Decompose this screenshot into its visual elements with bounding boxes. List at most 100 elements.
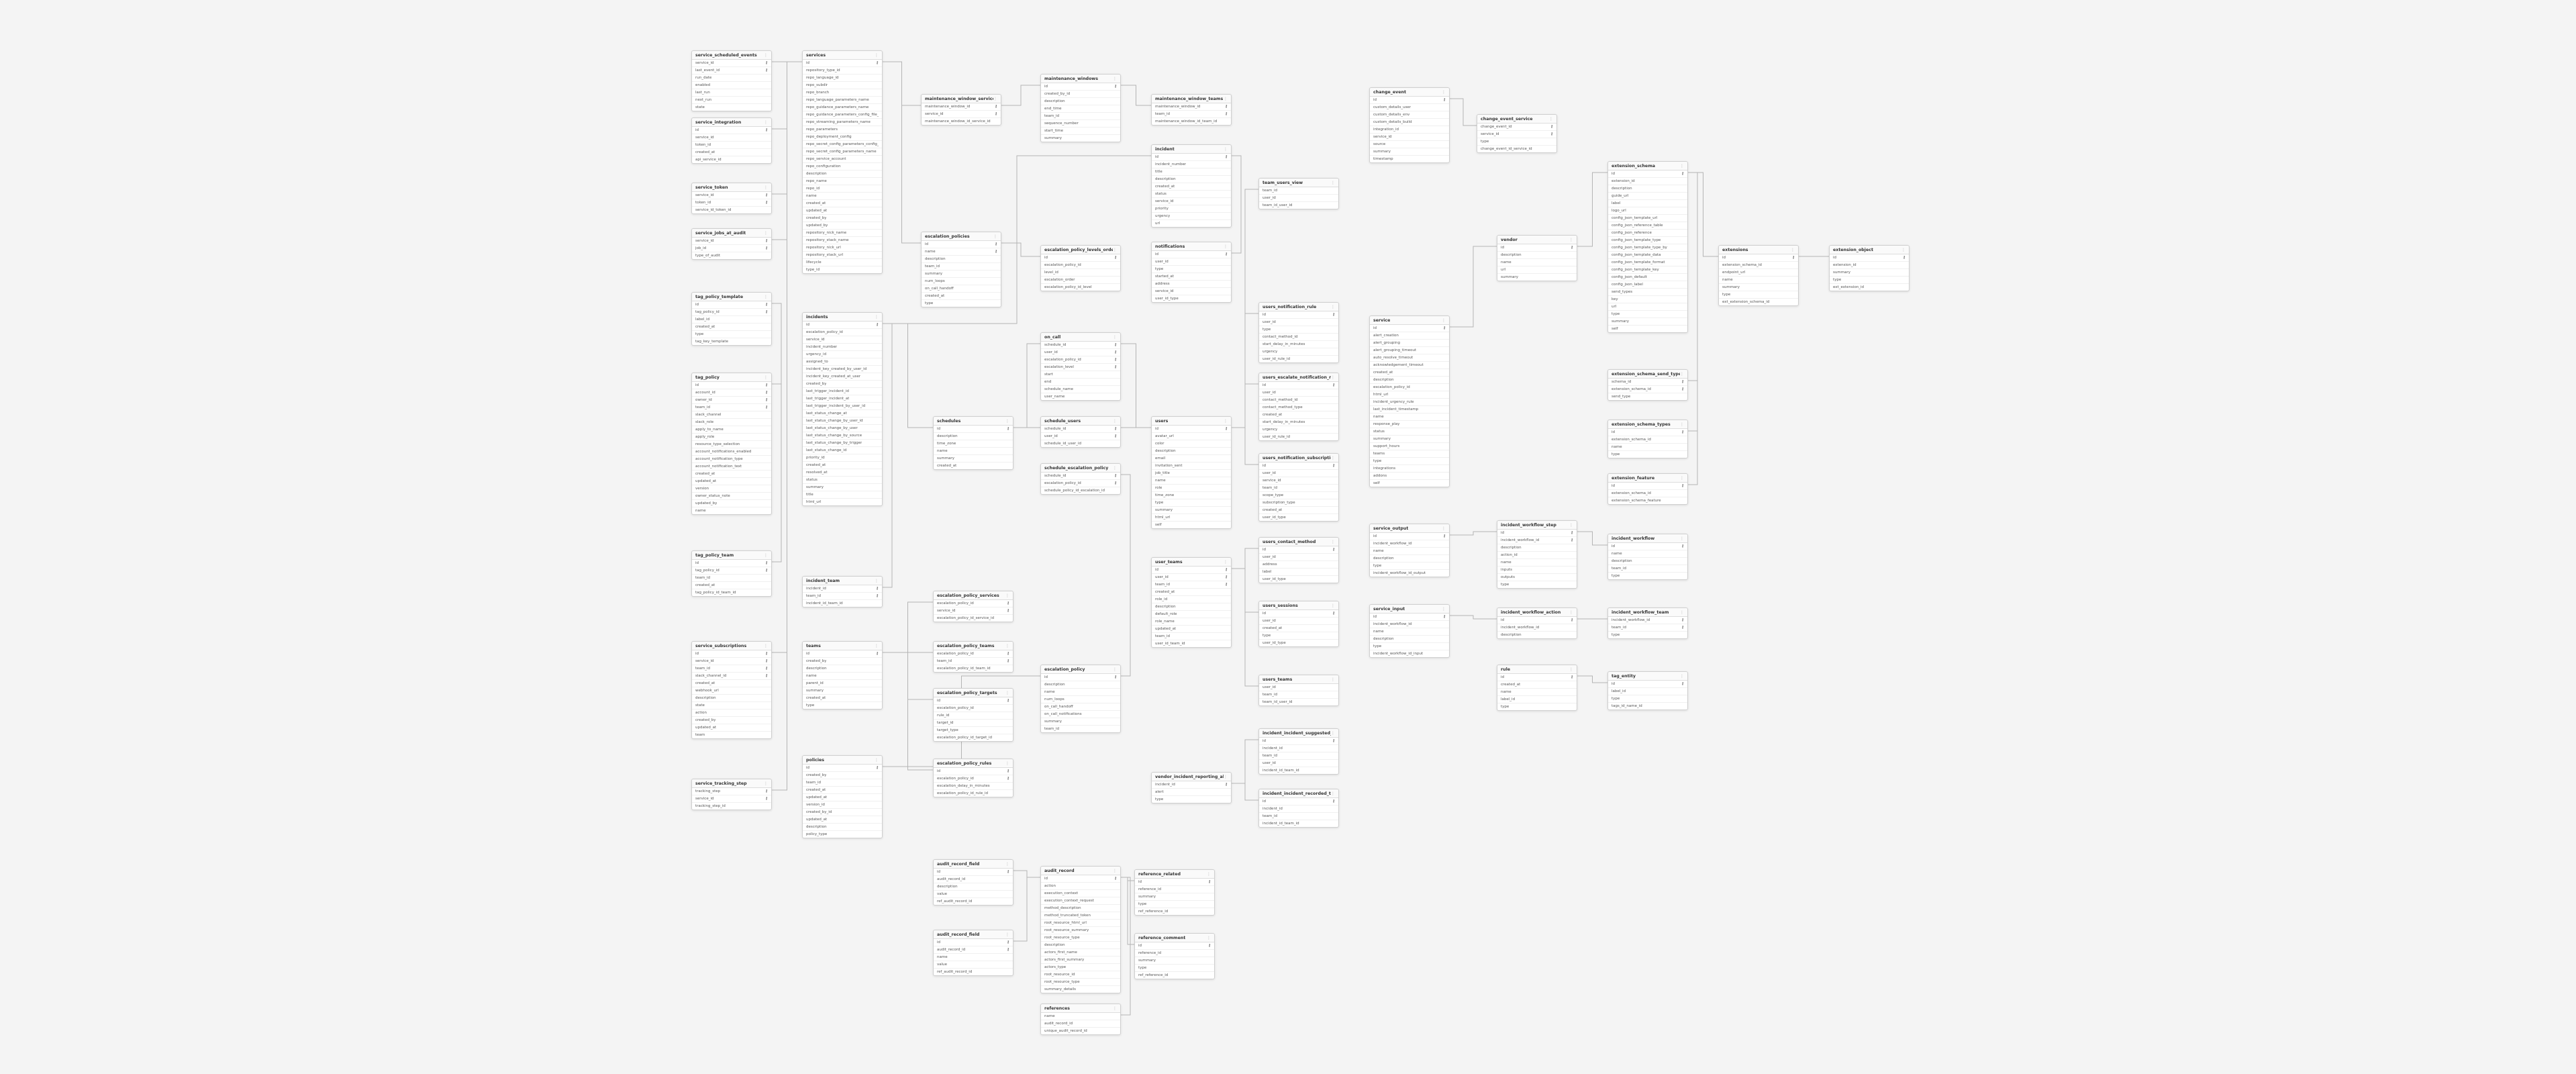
table-column-row[interactable]: service_id⚷ [692, 238, 771, 245]
table-column-row[interactable]: team_id⚷ [1608, 624, 1687, 632]
table-column-row[interactable]: config_json_reference [1608, 230, 1687, 237]
entity-table-header[interactable]: audit_record_field⋮ [934, 860, 1013, 869]
entity-table-header[interactable]: extension_object⋮ [1830, 246, 1909, 254]
table-column-row[interactable]: status [1370, 428, 1449, 436]
entity-table-header[interactable]: users_contact_method⋮ [1259, 538, 1338, 546]
entity-table-audit-record-field[interactable]: audit_record_field⋮id⚷audit_record_id⚷na… [933, 930, 1013, 976]
entity-table-header[interactable]: extension_schema_send_type⋮ [1608, 370, 1687, 379]
table-column-row[interactable]: id⚷ [1608, 681, 1687, 688]
table-column-row[interactable]: execution_context_request [1041, 897, 1120, 905]
table-column-row[interactable]: incident_id_team_id [1259, 767, 1338, 774]
table-column-row[interactable]: updated_at [692, 724, 771, 732]
table-column-row[interactable]: url [1497, 266, 1577, 274]
table-column-row[interactable]: type [1135, 901, 1214, 908]
table-column-row[interactable]: extension_schema_id [1719, 262, 1798, 269]
table-column-row[interactable]: id⚷ [934, 697, 1013, 705]
table-column-row[interactable]: summary [1497, 274, 1577, 281]
table-column-row[interactable]: team_id_user_id [1259, 202, 1338, 209]
table-column-row[interactable]: policy_type [803, 831, 882, 838]
more-options-icon[interactable]: ⋮ [993, 234, 997, 239]
table-column-row[interactable]: label_id [692, 316, 771, 324]
entity-table-header[interactable]: teams⋮ [803, 642, 882, 650]
table-column-row[interactable]: escalation_order [1041, 277, 1120, 284]
more-options-icon[interactable]: ⋮ [1207, 871, 1211, 877]
table-column-row[interactable]: id⚷ [1259, 311, 1338, 319]
table-column-row[interactable]: id⚷ [1608, 170, 1687, 178]
table-column-row[interactable]: schedule_id_user_id [1041, 440, 1120, 447]
table-column-row[interactable]: team_id⚷ [1152, 111, 1231, 118]
table-column-row[interactable]: escalation_policy_id⚷ [934, 600, 1013, 607]
entity-table-header[interactable]: on_call⋮ [1041, 333, 1120, 342]
entity-table-escalation-policy-services[interactable]: escalation_policy_services⋮escalation_po… [933, 591, 1013, 622]
table-column-row[interactable]: id⚷ [1830, 254, 1909, 262]
table-column-row[interactable]: on_call_handoff [922, 285, 1001, 293]
table-column-row[interactable]: id⚷ [1608, 543, 1687, 550]
table-column-row[interactable]: updated_at [803, 207, 882, 215]
table-column-row[interactable]: user_id⚷ [1152, 574, 1231, 581]
entity-table-header[interactable]: schedules⋮ [934, 417, 1013, 426]
table-column-row[interactable]: created_at [692, 149, 771, 156]
table-column-row[interactable]: incident_id [1259, 806, 1338, 813]
table-column-row[interactable]: last_trigger_incident_id [803, 388, 882, 395]
table-column-row[interactable]: config_json_reference_table [1608, 222, 1687, 230]
table-column-row[interactable]: html_url [803, 499, 882, 505]
table-column-row[interactable]: start [1041, 371, 1120, 379]
table-column-row[interactable]: summary [1135, 893, 1214, 901]
more-options-icon[interactable]: ⋮ [1331, 677, 1335, 682]
entity-table-tag-policy-team[interactable]: tag_policy_team⋮id⚷tag_policy_id⚷team_id… [691, 550, 772, 597]
table-column-row[interactable]: url [1152, 220, 1231, 227]
table-column-row[interactable]: last_status_change_by_user_id [803, 418, 882, 425]
more-options-icon[interactable]: ⋮ [1224, 244, 1228, 249]
table-column-row[interactable]: escalation_policy_id [1370, 384, 1449, 391]
table-column-row[interactable]: addons [1370, 473, 1449, 480]
table-column-row[interactable]: description [1608, 558, 1687, 565]
table-column-row[interactable]: status [1152, 191, 1231, 198]
table-column-row[interactable]: service_id⚷ [692, 60, 771, 67]
table-column-row[interactable]: reference_id [1135, 886, 1214, 893]
table-column-row[interactable]: type [1608, 311, 1687, 318]
more-options-icon[interactable]: ⋮ [1224, 96, 1228, 101]
table-column-row[interactable]: source [1370, 141, 1449, 148]
table-column-row[interactable]: label_id [1497, 696, 1577, 703]
entity-table-schedule-escalation-policy[interactable]: schedule_escalation_policy⋮schedule_id⚷e… [1040, 463, 1121, 495]
table-column-row[interactable]: user_id_type [1259, 640, 1338, 646]
table-column-row[interactable]: support_hours [1370, 443, 1449, 450]
table-column-row[interactable]: created_at [803, 695, 882, 702]
table-column-row[interactable]: service_id [1152, 198, 1231, 205]
table-column-row[interactable]: service_id⚷ [692, 192, 771, 199]
table-column-row[interactable]: escalation_level⚷ [1041, 364, 1120, 371]
table-column-row[interactable]: id⚷ [1370, 325, 1449, 332]
entity-table-header[interactable]: schedule_users⋮ [1041, 417, 1120, 426]
table-column-row[interactable]: team_id [1259, 691, 1338, 699]
table-column-row[interactable]: type [1477, 138, 1556, 146]
table-column-row[interactable]: tracking_step_id [692, 803, 771, 810]
more-options-icon[interactable]: ⋮ [1569, 667, 1573, 672]
more-options-icon[interactable]: ⋮ [1113, 247, 1117, 252]
entity-table-header[interactable]: incident_workflow_step⋮ [1497, 521, 1577, 530]
more-options-icon[interactable]: ⋮ [1442, 606, 1446, 612]
table-column-row[interactable]: action [692, 710, 771, 717]
entity-table-header[interactable]: escalation_policy_rules⋮ [934, 759, 1013, 768]
table-column-row[interactable]: id⚷ [934, 939, 1013, 946]
more-options-icon[interactable]: ⋮ [764, 119, 768, 125]
entity-table-header[interactable]: users_notification_rule⋮ [1259, 303, 1338, 311]
table-column-row[interactable]: escalation_policy_id_team_id [934, 665, 1013, 672]
table-column-row[interactable]: created_by [803, 658, 882, 665]
table-column-row[interactable]: tag_policy_id⚷ [692, 567, 771, 575]
table-column-row[interactable]: extension_id [1608, 178, 1687, 185]
table-column-row[interactable]: team_id [1259, 187, 1338, 195]
entity-table-header[interactable]: reference_comment⋮ [1135, 934, 1214, 942]
entity-table-header[interactable]: team_users_view⋮ [1259, 179, 1338, 187]
table-column-row[interactable]: config_json_default [1608, 274, 1687, 281]
table-column-row[interactable]: id⚷ [1152, 567, 1231, 574]
table-column-row[interactable]: description [1497, 252, 1577, 259]
table-column-row[interactable]: team [692, 732, 771, 738]
more-options-icon[interactable]: ⋮ [1113, 465, 1117, 471]
